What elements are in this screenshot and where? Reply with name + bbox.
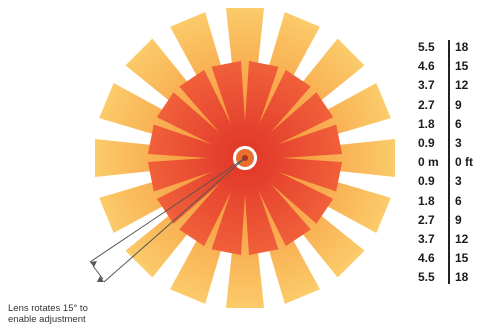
scale-row: 4.6 15 bbox=[418, 249, 478, 268]
scale-row: 3.7 12 bbox=[418, 76, 478, 95]
scale-feet: 9 bbox=[455, 211, 481, 230]
scale-row: 5.5 18 bbox=[418, 38, 478, 57]
scale-meters: 3.7 bbox=[418, 76, 446, 95]
scale-feet: 9 bbox=[455, 96, 481, 115]
scale-row: 0 m 0 ft bbox=[418, 153, 478, 172]
rotation-caption: Lens rotates 15° to enable adjustment bbox=[8, 303, 138, 325]
scale-meters: 5.5 bbox=[418, 268, 446, 287]
scale-row: 5.5 18 bbox=[418, 268, 478, 287]
scale-feet: 12 bbox=[455, 230, 481, 249]
scale-feet: 0 ft bbox=[455, 153, 481, 172]
scale-feet: 6 bbox=[455, 192, 481, 211]
scale-meters: 0.9 bbox=[418, 134, 446, 153]
scale-meters: 0 m bbox=[418, 153, 446, 172]
scale-meters: 3.7 bbox=[418, 230, 446, 249]
scale-row: 4.6 15 bbox=[418, 57, 478, 76]
scale-meters: 4.6 bbox=[418, 249, 446, 268]
scale-feet: 6 bbox=[455, 115, 481, 134]
scale-feet: 3 bbox=[455, 134, 481, 153]
scale-feet: 18 bbox=[455, 268, 481, 287]
leader-arrow-a bbox=[90, 261, 97, 267]
scale-feet: 3 bbox=[455, 172, 481, 191]
caption-line-2: enable adjustment bbox=[8, 314, 138, 325]
scale-meters: 2.7 bbox=[418, 96, 446, 115]
scale-meters: 1.8 bbox=[418, 115, 446, 134]
scale-meters: 2.7 bbox=[418, 211, 446, 230]
caption-line-1: Lens rotates 15° to bbox=[8, 303, 138, 314]
scale-feet: 18 bbox=[455, 38, 481, 57]
scale-feet: 12 bbox=[455, 76, 481, 95]
scale-meters: 1.8 bbox=[418, 192, 446, 211]
scale-meters: 5.5 bbox=[418, 38, 446, 57]
scale-feet: 15 bbox=[455, 57, 481, 76]
scale-row: 3.7 12 bbox=[418, 230, 478, 249]
scale-meters: 4.6 bbox=[418, 57, 446, 76]
scale-feet: 15 bbox=[455, 249, 481, 268]
leader-dimension bbox=[93, 266, 103, 279]
scale-meters: 0.9 bbox=[418, 172, 446, 191]
